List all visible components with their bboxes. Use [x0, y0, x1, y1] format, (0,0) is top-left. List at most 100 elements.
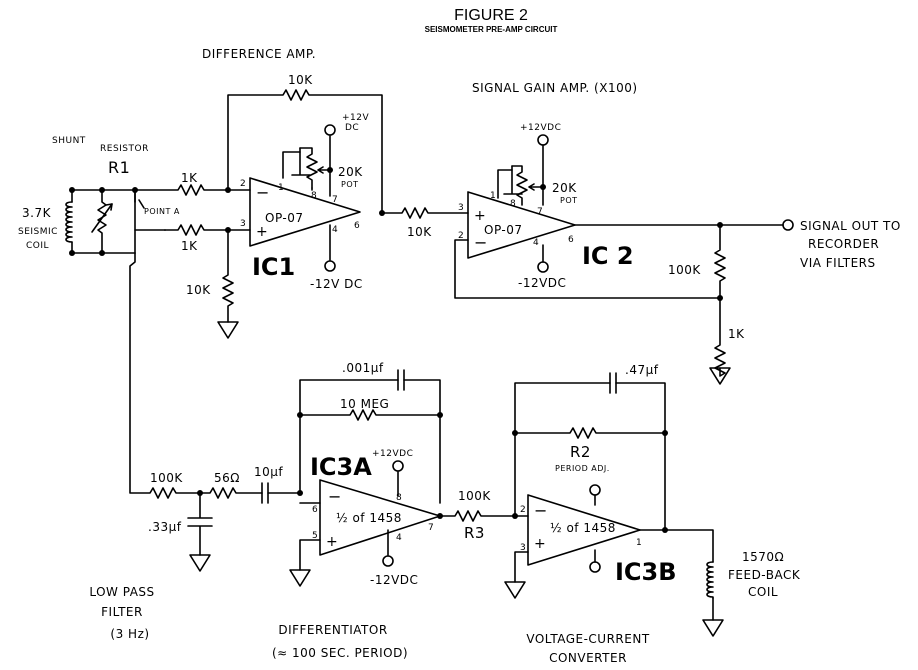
junction-dot: [662, 430, 668, 436]
ic1-minus-sign: −: [256, 183, 270, 202]
signal-out-label-2: RECORDER: [808, 237, 879, 251]
ic2-pos-supply-label: +12VDC: [520, 123, 561, 133]
junction-dot: [297, 412, 303, 418]
point-a-label: POINT A: [144, 207, 180, 216]
figure-subtitle: SEISMOMETER PRE-AMP CIRCUIT: [425, 25, 558, 34]
low-pass-label-2: FILTER: [101, 605, 143, 619]
junction-dot: [69, 187, 75, 193]
junction-dot: [225, 187, 231, 193]
ic1-pin-3: 3: [240, 219, 246, 229]
ic2-designator: IC 2: [582, 242, 634, 270]
ic1-pos-supply-terminal: [324, 124, 336, 136]
r-1k-out-label: 1K: [728, 327, 745, 341]
ic1-pin-4: 4: [332, 225, 338, 235]
ic3b-pos-supply-terminal: [589, 484, 601, 496]
ic3a-minus-sign: −: [328, 487, 342, 506]
junction-dot: [297, 490, 303, 496]
ic3a-pin-5: 5: [312, 531, 318, 541]
ic2-pin-7: 7: [537, 207, 543, 217]
ic1-pin-8: 8: [311, 191, 317, 201]
junction-dot: [540, 184, 546, 190]
ic1-neg-supply-terminal: [324, 260, 336, 272]
ic3a-plus-sign: +: [326, 534, 338, 550]
ic1-plus-sign: +: [256, 224, 268, 240]
r2-label: R2: [570, 443, 591, 461]
r1-label: R1: [108, 158, 130, 177]
r2-sub-label: PERIOD ADJ.: [555, 464, 610, 473]
ic2-minus-sign: −: [474, 233, 488, 252]
ic3a-opamp: [319, 479, 441, 556]
ic3a-opamp-label: ½ of 1458: [336, 511, 402, 525]
cap-47-label: .47μf: [625, 363, 659, 377]
coil-label-1: SEISMIC: [18, 227, 58, 237]
low-pass-filter: [129, 252, 301, 572]
ic2-pos-supply-terminal: [537, 134, 549, 146]
ic3b-minus-sign: −: [534, 501, 548, 520]
ic2-opamp: [467, 191, 576, 259]
r-10meg-label: 10 MEG: [340, 397, 389, 411]
difference-amp-label: DIFFERENCE AMP.: [202, 47, 316, 61]
input-network: [71, 189, 166, 254]
signal-gain-amp-label: SIGNAL GAIN AMP. (X100): [472, 81, 638, 95]
ic1-pos-supply-label-1: +12V: [342, 113, 369, 123]
junction-dot: [437, 412, 443, 418]
ic1-designator: IC1: [252, 253, 295, 281]
ic3b-pin-1: 1: [636, 538, 642, 548]
ic3b-opamp: [527, 494, 641, 566]
cap-10uf-label: 10μf: [254, 465, 283, 479]
junction-dot: [69, 250, 75, 256]
ic2-pin-6: 6: [568, 235, 574, 245]
ic3a-pin-7: 7: [428, 523, 434, 533]
cap-001-label: .001μf: [342, 361, 384, 375]
vi-converter-label-2: CONVERTER: [549, 651, 627, 665]
ic2-opamp-label: OP-07: [484, 223, 523, 237]
feedback-coil: [706, 561, 714, 599]
differentiator-period-label: (≈ 100 SEC. PERIOD): [272, 646, 408, 660]
r-ground-ic1-label: 10K: [186, 283, 211, 297]
r-in-bottom-label: 1K: [181, 239, 198, 253]
ic3b-pin-2: 2: [520, 505, 526, 515]
ic2-neg-supply-label: -12VDC: [518, 276, 566, 290]
ic2-pin-1: 1: [490, 191, 496, 201]
ic2-plus-sign: +: [474, 208, 486, 224]
ic2-pin-2: 2: [458, 231, 464, 241]
pot-ic1-label: 20K: [338, 165, 363, 179]
ic3a-pos-supply-label: +12VDC: [372, 449, 413, 459]
ic3b-pin-3: 3: [520, 543, 526, 553]
ic2-pin-3: 3: [458, 203, 464, 213]
feedback-coil-label-2: FEED-BACK: [728, 568, 801, 582]
signal-out-label-1: SIGNAL OUT TO: [800, 219, 901, 233]
ic3a-neg-supply-label: -12VDC: [370, 573, 418, 587]
figure-title: FIGURE 2: [454, 7, 528, 24]
r3-label: R3: [464, 524, 485, 542]
junction-dot: [99, 250, 105, 256]
junction-dot: [327, 167, 333, 173]
junction-dot: [662, 527, 668, 533]
ic1-opamp: [249, 177, 361, 247]
ic3a-pin-8: 8: [396, 493, 402, 503]
shunt-label: SHUNT: [52, 136, 86, 146]
r-lowpass-label: 100K: [150, 471, 183, 485]
junction-dot: [437, 513, 443, 519]
coil-label-2: COIL: [26, 241, 49, 251]
ic3a-pin-4: 4: [396, 533, 402, 543]
resistor-label: RESISTOR: [100, 144, 149, 154]
r-between-label: 10K: [407, 225, 432, 239]
seismic-coil: [65, 201, 73, 243]
signal-out-terminal: [782, 219, 794, 231]
junction-dot: [99, 187, 105, 193]
ic3a-designator: IC3A: [310, 453, 372, 481]
pot-ic2-label: 20K: [552, 181, 577, 195]
feedback-coil-label-3: COIL: [748, 585, 778, 599]
vi-converter-label-1: VOLTAGE-CURRENT: [526, 632, 649, 646]
ic1-pin-2: 2: [240, 179, 246, 189]
pot-ic2-sub-label: POT: [560, 196, 578, 205]
ic3a-pos-supply-terminal: [392, 460, 404, 472]
ic2-pin-4: 4: [533, 238, 539, 248]
r-100k-out-label: 100K: [668, 263, 701, 277]
junction-dot: [132, 187, 138, 193]
r-in-top-label: 1K: [181, 171, 198, 185]
cap-lowpass-label: .33μf: [148, 520, 182, 534]
differentiator-label: DIFFERENTIATOR: [278, 623, 387, 637]
